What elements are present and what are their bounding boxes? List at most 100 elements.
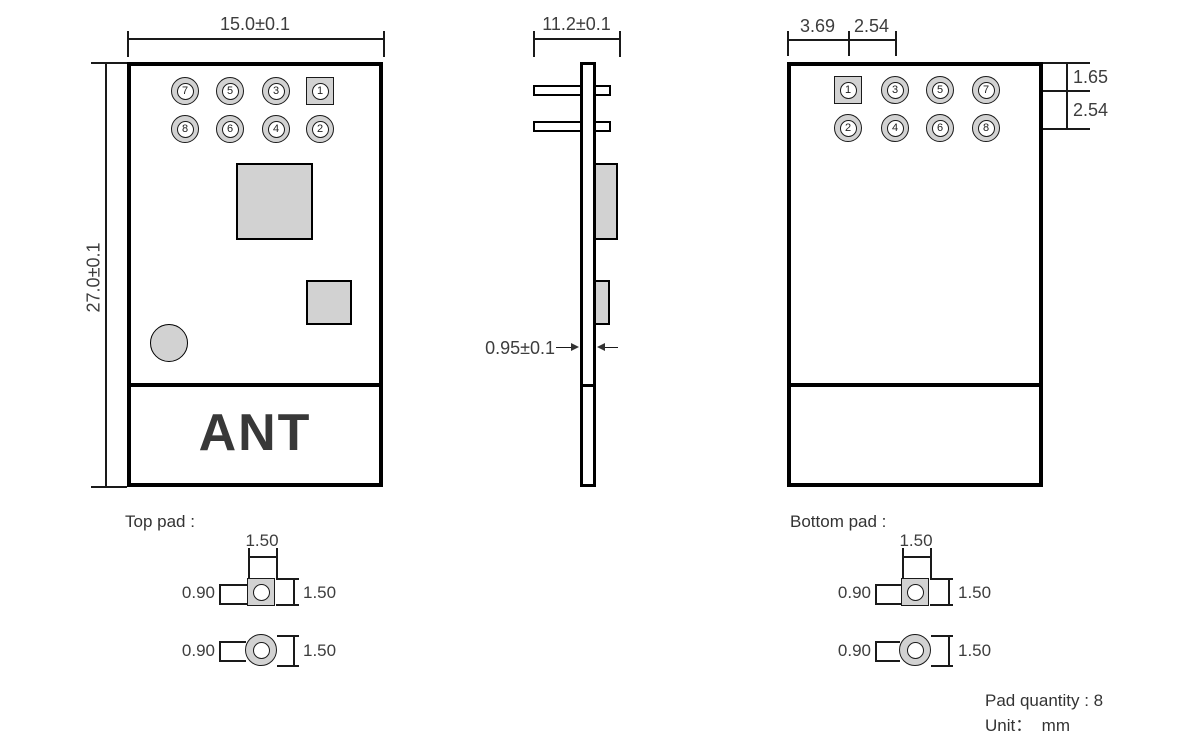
dim-tick: [931, 665, 953, 667]
dim-square-pad-width: 1.50: [245, 531, 279, 550]
pad-3: 3: [262, 77, 290, 105]
pad-7-bottom: 7: [972, 76, 1000, 104]
arrow-line: [604, 347, 618, 348]
dim-tick: [277, 665, 299, 667]
pad-8: 8: [171, 115, 199, 143]
dim-edge-to-pad1: 3.69: [799, 16, 836, 36]
antenna-divider: [127, 383, 383, 387]
round-pad-detail-b: [899, 634, 931, 666]
dim-line: [787, 39, 896, 41]
pad-4-bottom: 4: [881, 114, 909, 142]
dim-pcb-thickness: 0.95±0.1: [485, 338, 555, 358]
dim-tick: [895, 31, 897, 56]
arrow-right-icon: [571, 343, 579, 351]
dim-line: [105, 62, 107, 487]
dim-square-pad-height-b: 1.50: [958, 583, 992, 602]
top-pad-detail-label: Top pad :: [125, 512, 195, 531]
dim-square-pad-width-b: 1.50: [899, 531, 933, 550]
dim-line: [219, 584, 247, 586]
pad-2-bottom: 2: [834, 114, 862, 142]
dim-tick: [848, 31, 850, 56]
dim-tick: [276, 578, 299, 580]
dim-tick: [276, 548, 278, 578]
pad-1-bottom: 1: [834, 76, 862, 104]
dim-line: [875, 584, 901, 586]
dim-tick: [931, 635, 953, 637]
dim-line: [219, 660, 246, 662]
dim-tick: [787, 31, 789, 56]
pad-6-bottom: 6: [926, 114, 954, 142]
square-pad-detail-b: [901, 578, 929, 606]
bottom-pad-detail-label: Bottom pad :: [790, 512, 887, 531]
dim-tick: [277, 635, 299, 637]
pad-3-bottom: 3: [881, 76, 909, 104]
dim-col-pitch: 2.54: [853, 16, 890, 36]
pad-quantity-note: Pad quantity : 8: [985, 691, 1104, 710]
bottom-view-outline: [787, 62, 1043, 487]
pcb-edge: [580, 62, 596, 487]
dim-tick: [276, 604, 299, 606]
dim-tick: [619, 31, 621, 57]
pin-row-2: [533, 121, 611, 132]
ic-chip-side: [594, 163, 618, 240]
dim-square-pad-hole: 0.90: [181, 583, 215, 602]
dim-top-to-row1: 1.65: [1073, 67, 1109, 87]
dim-round-pad-diameter-b: 1.50: [958, 641, 992, 660]
dim-line: [219, 641, 246, 643]
arrow-left-icon: [597, 343, 605, 351]
dim-tick: [533, 31, 535, 57]
dim-tick: [219, 641, 221, 660]
dim-line: [948, 635, 950, 666]
pad-5: 5: [216, 77, 244, 105]
unit-note: Unit： mm: [985, 716, 1070, 735]
dim-tick: [127, 31, 129, 57]
pad-8-bottom: 8: [972, 114, 1000, 142]
top-view-outline: [127, 62, 383, 487]
antenna-divider-bottom: [787, 383, 1043, 387]
dim-tick: [91, 486, 127, 488]
dim-line: [875, 641, 900, 643]
dim-line: [902, 556, 931, 558]
dim-tick: [875, 641, 877, 660]
dim-round-pad-hole: 0.90: [181, 641, 215, 660]
dim-line: [533, 38, 620, 40]
small-component: [306, 280, 352, 325]
dim-tick: [91, 62, 127, 64]
dim-line: [948, 578, 950, 605]
dim-tick: [930, 604, 953, 606]
dim-row-pitch: 2.54: [1073, 100, 1109, 120]
pcb-edge-divider: [580, 384, 596, 387]
dim-line: [875, 603, 901, 605]
antenna-area-label: ANT: [198, 404, 312, 462]
dim-top-view-height: 27.0±0.1: [83, 242, 104, 313]
pad-5-bottom: 5: [926, 76, 954, 104]
round-pad-detail: [245, 634, 277, 666]
dim-tick: [248, 548, 250, 578]
dim-top-view-width: 15.0±0.1: [220, 14, 290, 34]
pad-7: 7: [171, 77, 199, 105]
dim-tick: [1043, 128, 1090, 130]
dim-tick: [930, 578, 953, 580]
dim-line: [875, 660, 900, 662]
dim-line: [293, 635, 295, 666]
dim-line: [293, 578, 295, 605]
dim-round-pad-hole-b: 0.90: [837, 641, 871, 660]
dim-tick: [902, 548, 904, 578]
small-component-side: [594, 280, 610, 325]
ic-chip: [236, 163, 313, 240]
pin-row-1: [533, 85, 611, 96]
dim-side-view-width: 11.2±0.1: [542, 14, 611, 34]
dim-tick: [875, 584, 877, 604]
dim-round-pad-diameter: 1.50: [303, 641, 337, 660]
dim-square-pad-height: 1.50: [303, 583, 337, 602]
pad-6: 6: [216, 115, 244, 143]
pad-1: 1: [306, 77, 334, 105]
dim-tick: [219, 584, 221, 604]
dim-line: [248, 556, 277, 558]
pad-4: 4: [262, 115, 290, 143]
dim-tick: [383, 31, 385, 57]
dim-line: [127, 38, 384, 40]
square-pad-detail: [247, 578, 275, 606]
dim-tick: [930, 548, 932, 578]
